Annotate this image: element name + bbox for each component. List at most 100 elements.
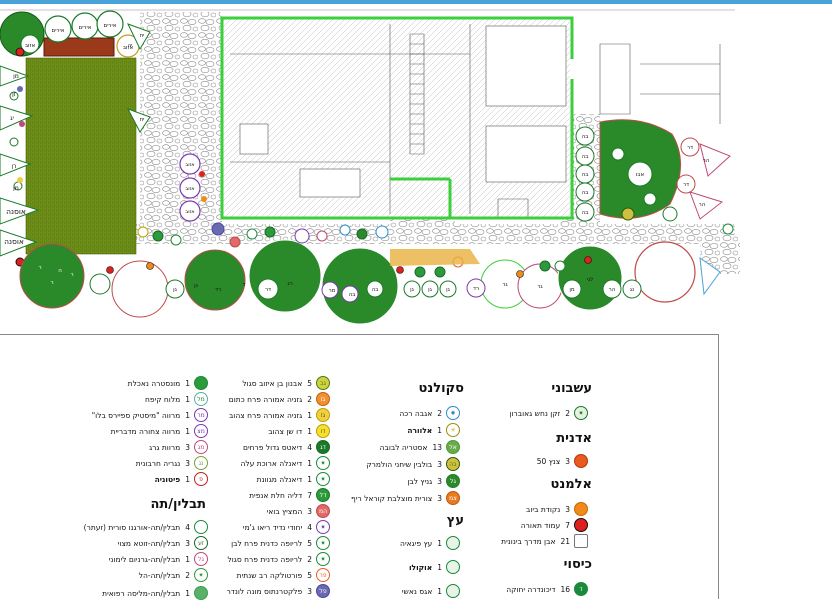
plan-label: אזוב xyxy=(185,162,194,168)
plan-label: בה xyxy=(582,134,589,140)
plan-label: דר xyxy=(265,287,271,293)
section-title-almanat: אלמנט xyxy=(550,477,592,492)
legend-item-name: אסטריה לבובה xyxy=(379,442,428,452)
legend-item-etz: עץ פיגאיה 1 xyxy=(400,535,460,551)
plan-label: אזוב xyxy=(185,209,194,215)
legend-symbol-icon: ✷ xyxy=(316,552,330,566)
legend-item-count: 2 xyxy=(307,554,312,564)
plan-label: הר xyxy=(609,287,616,293)
legend-item-count: 3 xyxy=(307,506,312,516)
plan-label: הר xyxy=(703,158,710,164)
plan-label: גן xyxy=(173,287,177,293)
plan-label: בה xyxy=(582,210,589,216)
legend-item-name: תבלין/תה-אורגנו סורית (זעתר) xyxy=(83,522,181,532)
plan-label: בה xyxy=(582,190,589,196)
legend-item-name: אגבה רכה xyxy=(399,408,433,418)
legend-item-name: תבלין/תה-מליסה רפואית xyxy=(102,588,181,598)
legend-item-count: 1 xyxy=(437,538,442,548)
legend-item-name: גזניה אמורה פרח כתום xyxy=(228,394,303,404)
legend-symbol-icon: ✷ xyxy=(194,568,208,582)
legend-symbol-icon xyxy=(574,502,588,516)
plan-label: אזוב xyxy=(185,186,194,192)
legend-item-name: לריופה כדנית פרח לבן xyxy=(231,538,303,548)
legend-item-name: צורית מוצלבת קוראל ריף xyxy=(351,493,433,503)
legend-item-count: 1 xyxy=(185,588,190,598)
legend-symbol-icon: דג xyxy=(316,440,330,454)
plan-label: גן xyxy=(446,287,450,293)
legend-item-count: 2 xyxy=(437,408,442,418)
top-accent-bar xyxy=(0,0,832,4)
plan-label: גר xyxy=(537,284,543,290)
legend-item-count: 4 xyxy=(307,522,312,532)
legend-item-name: תבלין/תה-גרניום לימוני xyxy=(108,554,181,564)
plan-label: מר xyxy=(329,288,336,294)
legend-item-name: תבלין/תה-זוטא מצוי xyxy=(117,538,181,548)
section-title-shvuvi: עשבוני xyxy=(551,381,592,396)
legend-item-name: עץ פיגאיה xyxy=(400,538,433,548)
legend-symbol-icon: דל xyxy=(316,488,330,502)
plan-label: ר xyxy=(38,265,41,271)
left-border-shrubs xyxy=(0,65,40,267)
plan-label: יה xyxy=(128,43,133,49)
legend-item-count: 1 xyxy=(185,426,190,436)
plan-label: נג xyxy=(630,287,634,293)
legend-item-count: 4 xyxy=(185,522,190,532)
legend-item-count: 2 xyxy=(307,394,312,404)
legend-symbol-icon: פל xyxy=(316,584,330,598)
legend-symbol-icon xyxy=(194,520,208,534)
legend-symbol-icon xyxy=(574,454,588,468)
legend-symbol-icon xyxy=(194,376,208,390)
legend-symbol-icon xyxy=(446,584,460,598)
house-footprint xyxy=(220,16,721,220)
lawn xyxy=(25,57,137,255)
plan-label: דר xyxy=(687,145,693,151)
garden-plan-drawing: אזובאיריםאיריםאיריםאזוביחיהיחמןזןיגרןמןא… xyxy=(0,9,740,325)
legend-symbol-icon: ✷ xyxy=(316,536,330,550)
plan-label: בה xyxy=(349,292,356,298)
plan-label: יג xyxy=(10,115,14,122)
legend-symbol-icon: מל xyxy=(194,392,208,406)
legend-item-name: אבנון בן איזוב סגול xyxy=(242,378,303,388)
legend-item-count: 3 xyxy=(565,456,570,466)
legend-item-name: בולבין שיחני הולמרק xyxy=(366,459,433,469)
plan-label: יח xyxy=(140,33,145,39)
legend-item-count: 1 xyxy=(307,410,312,420)
plan-label: אירים xyxy=(104,23,117,29)
legend-item-count: 3 xyxy=(565,504,570,514)
legend-item-name: אגס נאשי xyxy=(401,586,433,596)
legend-item-name: מרווה צחורה מדבריית xyxy=(110,426,181,436)
plan-label: רג xyxy=(287,281,292,287)
small-plant-row xyxy=(137,222,734,278)
plan-label: אזוב xyxy=(25,43,36,49)
legend-item-almanat: נקודת ביוב 3 xyxy=(526,501,588,517)
legend-symbol-icon: המ xyxy=(316,504,330,518)
legend-symbol-icon xyxy=(574,518,588,532)
purple-shrubs xyxy=(179,153,207,222)
legend-symbol-icon: ד xyxy=(574,582,588,596)
plan-label: גר xyxy=(502,282,508,288)
legend-symbol-icon: ✹ xyxy=(446,406,460,420)
legend-item-name: עמוד תאורה xyxy=(520,520,561,530)
top-left-trees xyxy=(0,10,151,133)
legend-item-name: נקודת ביוב xyxy=(526,504,561,514)
legend-item-count: 3 xyxy=(437,493,442,503)
legend-item-name: פלקטרנתוס מונה לונדר xyxy=(226,586,303,596)
legend-item-tavlin: תבלין/תה-אורגנו סורית (זעתר) 4 xyxy=(84,519,208,535)
legend-item-name: נגריה חרבונית xyxy=(135,458,181,468)
